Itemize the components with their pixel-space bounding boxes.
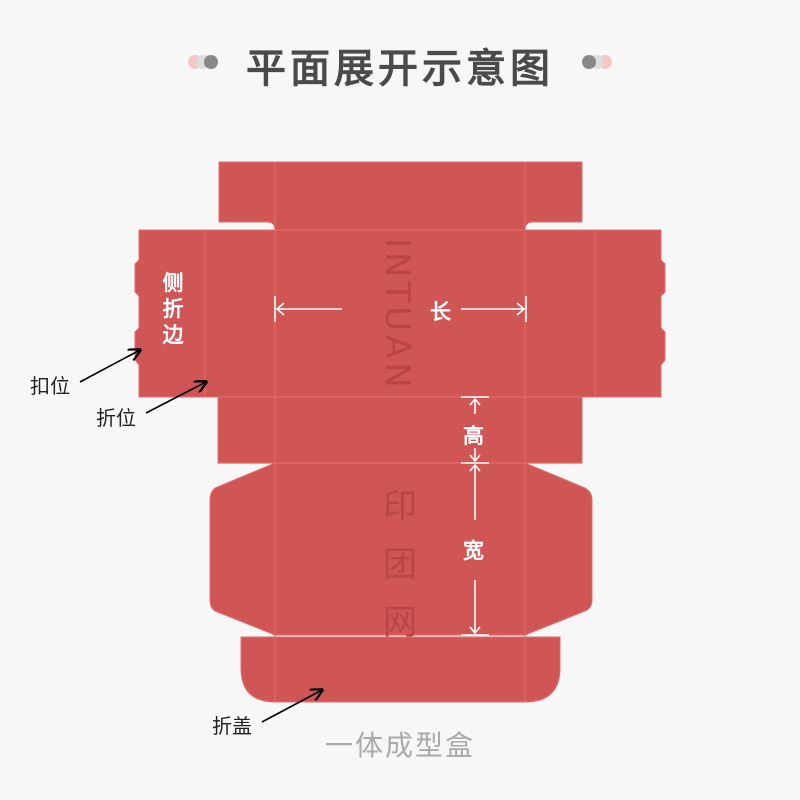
height-label: 高: [463, 424, 484, 448]
right-side-fold: [594, 229, 666, 398]
watermark-chinese: 印团网: [383, 487, 417, 643]
decor-dot-icon: [582, 55, 596, 69]
fold-callout: 折位: [96, 406, 136, 430]
fold-lines: [204, 162, 596, 702]
watermark-latin: INTUAN: [377, 238, 417, 392]
page-title: 平面展开示意图: [246, 46, 554, 92]
decor-dot-icon: [204, 55, 218, 69]
top-flap: [218, 161, 583, 231]
dimension-arrows: [274, 296, 527, 636]
fold-lid-callout: 折盖: [212, 714, 252, 738]
main-panel: [204, 229, 596, 398]
length-label: 长: [430, 300, 451, 324]
caption: 一体成型盒: [324, 729, 475, 762]
callout-arrows: [79, 350, 322, 723]
tab-callout: 扣位: [30, 374, 70, 398]
height-panel: [217, 396, 583, 464]
width-label: 宽: [463, 539, 484, 563]
side-fold-label: 侧折边: [162, 271, 184, 347]
